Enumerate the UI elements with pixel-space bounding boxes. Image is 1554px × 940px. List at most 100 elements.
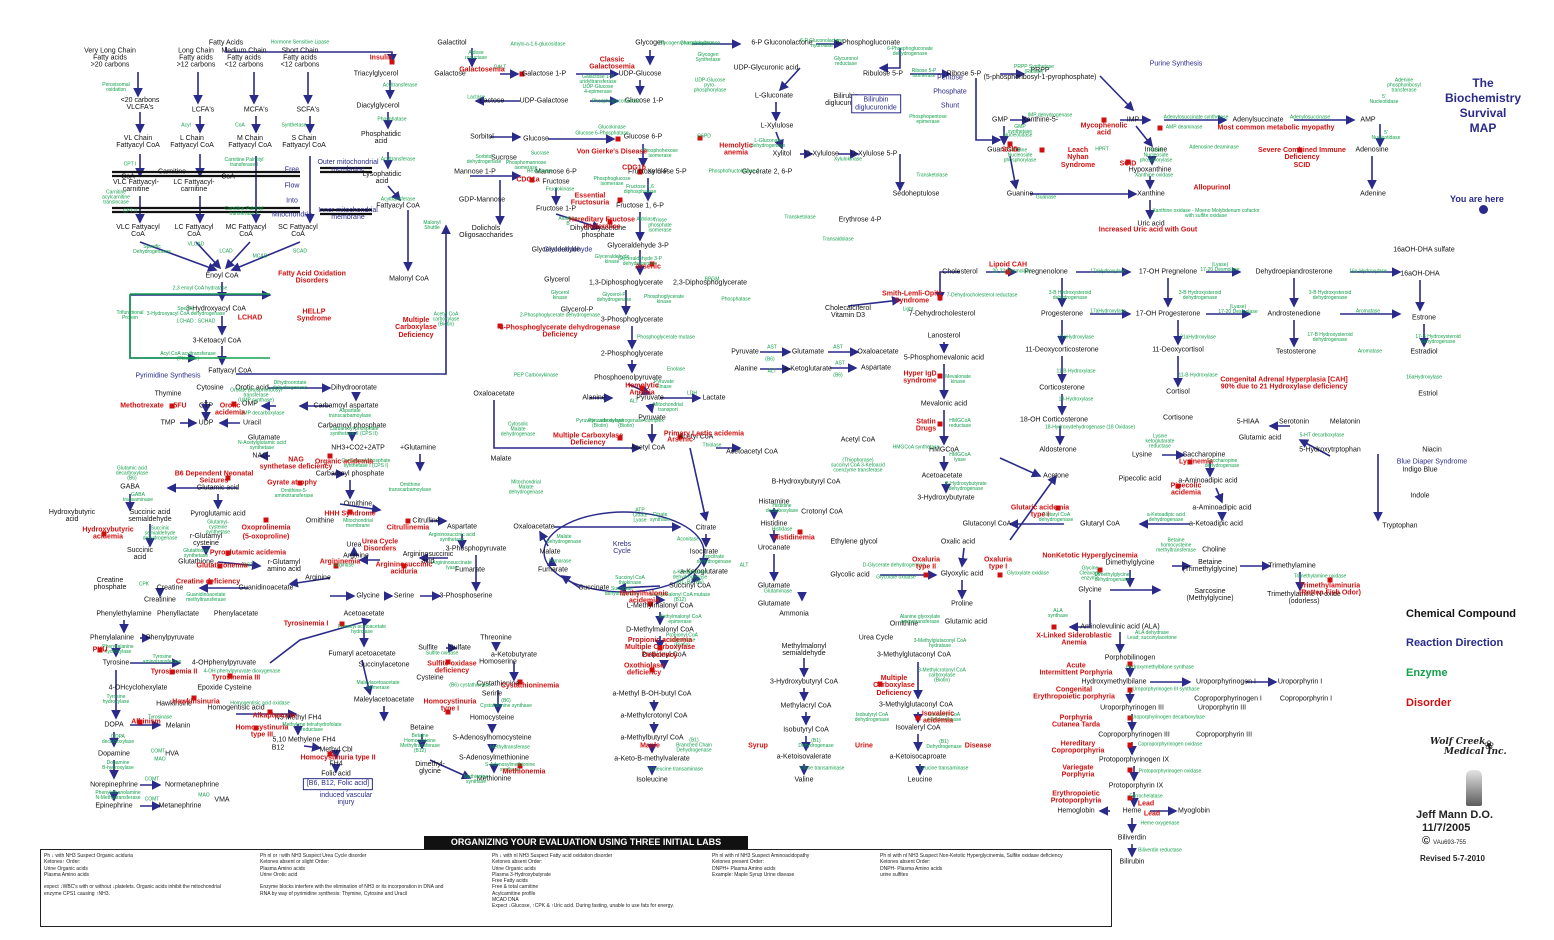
enzyme-label: 3-B Hydroxysteroid dehydrogenase	[1308, 290, 1352, 301]
disorder-label: NAG synthetase deficiency	[259, 456, 333, 471]
enzyme-label: Betaine homocysteine methyltransferase	[1156, 537, 1196, 554]
compound-label: 17-OH Progesterone	[1135, 310, 1201, 318]
block-marker	[937, 373, 943, 379]
compound-label: TMP	[160, 419, 176, 427]
region-label: Mitochondria	[271, 211, 313, 219]
block-marker	[517, 679, 523, 685]
disorder-label: Pyroglutamic acidemia	[209, 549, 287, 557]
compound-label: Arginine	[343, 552, 369, 560]
compound-label: a-Keto-B-methylvalerate	[614, 755, 690, 763]
compound-label: Succinic acid semialdehyde	[128, 509, 172, 523]
enzyme-label: Tyrosinase	[147, 714, 173, 721]
disorder-label: Creatine deficiency	[175, 578, 241, 586]
enzyme-label: G6PD	[697, 133, 711, 140]
compound-label: a-Aminoadipic acid	[1192, 504, 1252, 512]
compound-label: Porphobilinogen	[1104, 654, 1156, 662]
compound-label: a-Aminoadipic acid	[1178, 477, 1238, 485]
disorder-label: Statin Drugs	[915, 418, 937, 433]
compound-label: Glucose	[523, 135, 549, 143]
compound-label: Phenylethylamine	[96, 610, 152, 618]
enzyme-label: 21aHydroxylase	[1180, 334, 1216, 341]
compound-label: Fructose 1-P	[535, 205, 577, 213]
compound-label: Galactose	[434, 70, 466, 78]
block-marker	[1297, 147, 1303, 153]
compound-label: Protoporphyrin IX	[1108, 782, 1164, 790]
enzyme-label: AST	[835, 360, 845, 367]
enzyme-label: Mitochondrial transport	[653, 402, 683, 413]
enzyme-label: a-Ketoadipic acid dehydrogenase	[1146, 512, 1186, 523]
logo-line: Medical Inc.	[1444, 746, 1507, 757]
enzyme-label: Adenine phosphoribosyl transferase	[1387, 77, 1421, 94]
compound-label: Glycerol-P	[560, 306, 594, 314]
compound-label: a-Ketoglutarate	[784, 365, 832, 373]
compound-label: Fructose 6-P	[627, 168, 669, 176]
enzyme-label: IMP dehydrogenase	[1027, 112, 1073, 119]
compound-label: Glutamate	[757, 600, 791, 608]
enzyme-label: 6-P Gluconolactone hydrolase	[800, 38, 844, 49]
disorder-label: Oxothiolase deficiency	[623, 662, 665, 677]
enzyme-label: (Lyase) 17-20 Desmolase	[1218, 304, 1258, 315]
compound-label: Corticosterone	[1039, 384, 1085, 392]
enzyme-label: Xanthine oxidase	[1134, 172, 1174, 179]
enzyme-label: (B1) Dehydrogenase	[798, 738, 834, 749]
compound-label: Acetoacetate	[921, 472, 963, 480]
reaction-arrow	[627, 383, 652, 396]
block-marker	[225, 550, 231, 556]
compound-label: Normetanephrine	[164, 781, 220, 789]
enzyme-label: LDH	[686, 390, 698, 397]
enzyme-label: Carnitine Palmityl transferase I	[224, 157, 264, 168]
enzyme-label: ALT	[739, 562, 749, 569]
region-label: Krebs Cycle	[612, 541, 632, 555]
compound-label: Succinyl CoA	[669, 582, 711, 590]
enzyme-label: Mevalonate kinase	[945, 374, 971, 385]
reaction-arrow	[129, 295, 198, 363]
you-are-here-dot-icon	[1479, 205, 1488, 214]
copyright: © VAu693-755	[1416, 835, 1493, 848]
block-marker	[1127, 767, 1133, 773]
compound-label: Glutamate	[791, 348, 825, 356]
reaction-arrow	[1135, 125, 1153, 148]
compound-label: Galactitol	[437, 39, 467, 47]
compound-label: Glycine	[1078, 586, 1102, 594]
compound-label: Histidine	[760, 520, 788, 528]
compound-label: 5-Hydroxytrptophan	[1299, 446, 1361, 454]
enzyme-label: Malonyl Shuttle	[423, 220, 441, 231]
enzyme-label: Carnitine Palmityl transferase II	[224, 206, 264, 217]
compound-label: Carbamoyl aspartate	[313, 402, 379, 410]
block-marker	[1005, 269, 1011, 275]
compound-label: Dolichols Oligosaccharides	[459, 225, 513, 239]
compound-label: Dihydroorotate	[331, 384, 377, 392]
compound-label: L-Methylmalonyl CoA	[626, 602, 694, 610]
enzyme-label: CPT I	[123, 161, 137, 168]
enzyme-label: ATP Citrate Lyase	[632, 507, 648, 524]
compound-label: Creatine phosphate	[93, 577, 127, 591]
disorder-label: Urea Cycle Disorders	[361, 538, 399, 553]
reaction-arrow	[774, 131, 784, 150]
disorder-label: Argininemia	[319, 558, 361, 566]
enzyme-label: HPRT	[1095, 146, 1109, 153]
compound-label: Adenosine	[1355, 146, 1389, 154]
compound-label: Lactate	[702, 394, 726, 402]
compound-label: Carbamoyl phosphate	[315, 470, 385, 478]
compound-label: Crotonyl CoA	[801, 508, 843, 516]
block-marker	[1327, 577, 1333, 583]
compound-label: Fructose 1, 6-P	[616, 202, 664, 210]
compound-label: Oxaloacetate	[513, 523, 555, 531]
enzyme-label: PRPP Synthetase (Ribose)	[1014, 64, 1054, 75]
compound-label: B-Hydroxybutyryl CoA	[771, 478, 841, 486]
compound-label: Estrone	[1411, 314, 1437, 322]
revised-date: Revised 5-7-2010	[1420, 854, 1485, 863]
compound-label: 2,3-Diphosphoglycerate	[673, 279, 747, 287]
enzyme-label: D-Glycerate dehydrogenase	[862, 562, 926, 569]
compound-label: Sedoheptulose	[892, 190, 940, 198]
compound-label: Guanidinoacetate	[238, 584, 294, 592]
enzyme-label: COMT	[150, 748, 166, 755]
legend-disorder: Disorder	[1406, 697, 1452, 709]
enzyme-label: LCAD	[219, 248, 233, 255]
disorder-label: Methylmalonic acidemia	[619, 590, 669, 605]
compound-label: Urea Cycle	[858, 634, 894, 642]
compound-label: VLC Fattyacyl CoA	[116, 224, 160, 238]
disorder-label: Orotic acidemia	[215, 402, 245, 417]
compound-label: a-Methylbutyryl CoA	[620, 734, 684, 742]
compound-label: SC Fattyacyl CoA	[278, 224, 318, 238]
